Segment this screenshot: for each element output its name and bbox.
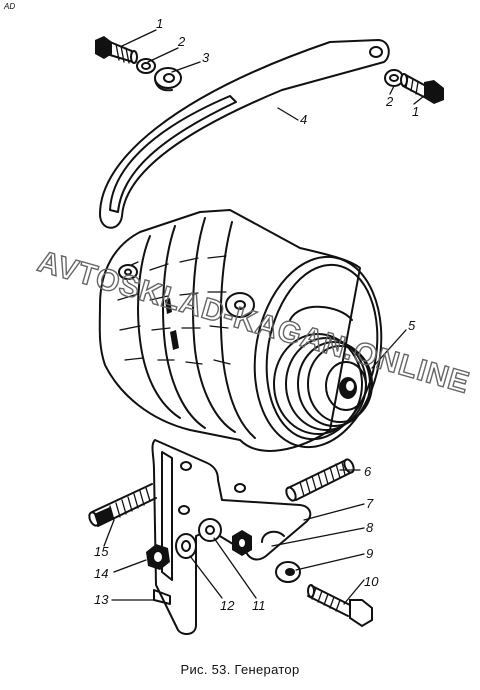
figure-caption: Рис. 53. Генератор bbox=[180, 662, 300, 677]
bolt-1-right bbox=[400, 73, 444, 104]
callout-10: 10 bbox=[364, 574, 379, 589]
bolt-1-left bbox=[95, 36, 138, 64]
tension-bracket-4 bbox=[99, 39, 390, 229]
generator-housing bbox=[98, 209, 361, 452]
callout-1-right: 1 bbox=[412, 104, 419, 119]
corner-mark: AD bbox=[4, 2, 16, 11]
callout-15: 15 bbox=[94, 544, 109, 559]
washer-9 bbox=[275, 561, 301, 583]
mounting-bracket-7 bbox=[151, 439, 312, 635]
callout-4: 4 bbox=[300, 112, 307, 127]
callout-5: 5 bbox=[408, 318, 416, 333]
washer-11 bbox=[198, 518, 222, 542]
callout-7: 7 bbox=[366, 496, 374, 511]
callout-1-left: 1 bbox=[156, 16, 163, 31]
callout-11: 11 bbox=[252, 598, 266, 613]
stud-15 bbox=[88, 483, 157, 527]
callout-14: 14 bbox=[94, 566, 108, 581]
nut-8 bbox=[232, 530, 252, 556]
callout-12: 12 bbox=[220, 598, 235, 613]
callout-9: 9 bbox=[366, 546, 373, 561]
washer-12 bbox=[175, 533, 197, 559]
bolt-10 bbox=[307, 584, 373, 628]
nut-14 bbox=[146, 544, 170, 570]
callout-2-right: 2 bbox=[385, 94, 394, 109]
lock-washer-2-left bbox=[136, 58, 156, 74]
callout-2-left: 2 bbox=[177, 34, 186, 49]
callout-numbers: 1 2 3 4 2 1 5 6 7 8 9 10 11 12 13 14 15 bbox=[94, 16, 419, 613]
leader-lines bbox=[103, 29, 425, 605]
generator-pulley-5 bbox=[253, 255, 383, 449]
callout-3: 3 bbox=[202, 50, 210, 65]
stud-6 bbox=[285, 458, 355, 502]
callout-6: 6 bbox=[364, 464, 372, 479]
callout-13: 13 bbox=[94, 592, 109, 607]
flat-washer-3 bbox=[154, 67, 182, 92]
callout-8: 8 bbox=[366, 520, 374, 535]
